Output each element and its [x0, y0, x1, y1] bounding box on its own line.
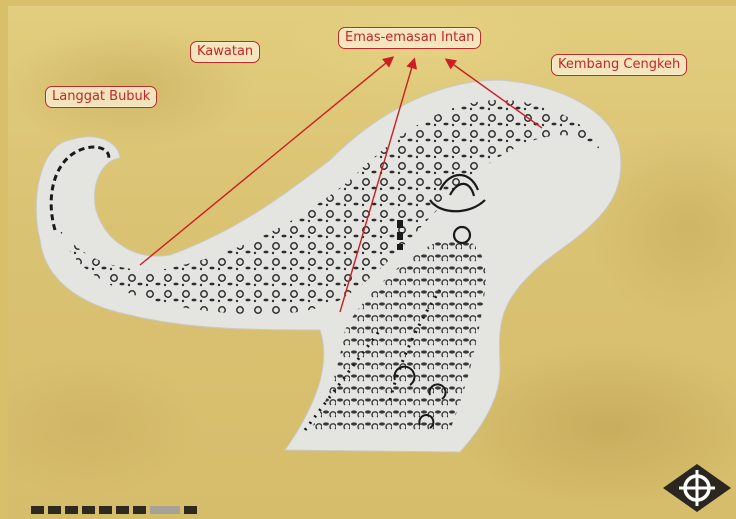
- label-langgat-bubuk: Langgat Bubuk: [45, 86, 157, 108]
- progress-segment[interactable]: [99, 506, 112, 514]
- progress-segment[interactable]: [31, 506, 44, 514]
- progress-segment[interactable]: [133, 506, 146, 514]
- progress-segment[interactable]: [48, 506, 61, 514]
- progress-segment[interactable]: [184, 506, 197, 514]
- label-kawatan: Kawatan: [190, 41, 260, 63]
- progress-segment[interactable]: [82, 506, 95, 514]
- progress-segment[interactable]: [116, 506, 129, 514]
- compass-diamond-icon: [661, 462, 733, 514]
- progress-segment-current[interactable]: [150, 506, 180, 514]
- label-emas-emasan-intan: Emas-emasan Intan: [338, 27, 481, 49]
- label-kembang-cengkeh: Kembang Cengkeh: [551, 54, 687, 76]
- slide-progress-bar: [31, 506, 197, 514]
- progress-segment[interactable]: [65, 506, 78, 514]
- navigation-button[interactable]: [661, 462, 733, 514]
